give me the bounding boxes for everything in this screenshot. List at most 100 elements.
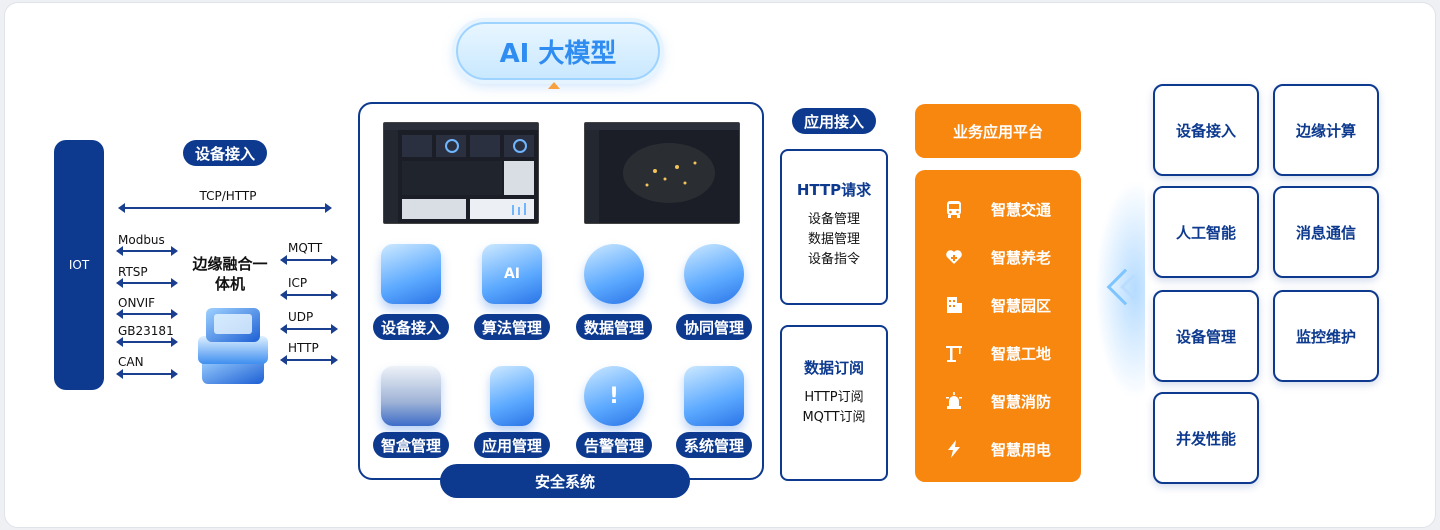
edge-device-title: 边缘融合一 体机 — [184, 254, 276, 294]
module-data-label: 数据管理 — [575, 314, 652, 340]
http-request-box: HTTP请求 设备管理 数据管理 设备指令 — [780, 149, 888, 305]
http-request-title: HTTP请求 — [796, 181, 872, 199]
business-item-park-label: 智慧园区 — [991, 296, 1052, 315]
iot-block: IOT — [54, 140, 104, 390]
ai-model-label: AI 大模型 — [499, 38, 617, 69]
capability-monitoring: 监控维护 — [1273, 290, 1379, 382]
protocol-gb23181: GB23181 — [118, 324, 174, 338]
protocol-http: HTTP — [288, 341, 319, 355]
protocol-udp: UDP — [288, 310, 314, 324]
module-application-label: 应用管理 — [473, 432, 550, 458]
alarm-icon: ! — [584, 366, 644, 426]
protocol-can: CAN — [118, 355, 144, 369]
capability-ai-label: 人工智能 — [1175, 223, 1236, 242]
onvif-arrow — [116, 309, 178, 319]
ai-model-pill: AI 大模型 — [456, 22, 660, 80]
data-subscribe-box: 数据订阅 HTTP订阅 MQTT订阅 — [780, 325, 888, 481]
http-item-command: 设备指令 — [807, 252, 860, 267]
business-platform-title: 业务应用平台 — [952, 122, 1043, 141]
business-item-traffic: 智慧交通 — [915, 195, 1081, 223]
http-item-data: 数据管理 — [807, 232, 860, 247]
device-access-label: 设备接入 — [194, 144, 255, 163]
flow-glow — [1095, 180, 1145, 400]
edge-device-line2: 体机 — [214, 275, 245, 293]
bus-icon — [943, 198, 965, 220]
security-system-label: 安全系统 — [534, 472, 595, 491]
capability-monitoring-label: 监控维护 — [1295, 327, 1356, 346]
module-alarm: ! 告警管理 — [572, 366, 656, 476]
module-application: 应用管理 — [470, 366, 554, 476]
protocol-modbus: Modbus — [118, 233, 165, 247]
capability-edge-computing: 边缘计算 — [1273, 84, 1379, 176]
app-access-pill: 应用接入 — [792, 108, 876, 134]
server-box-icon — [381, 366, 441, 426]
security-system-bar: 安全系统 — [440, 464, 690, 498]
device-access-icon — [381, 244, 441, 304]
collaboration-icon — [684, 244, 744, 304]
module-collaboration-label: 协同管理 — [675, 314, 752, 340]
module-algorithm-label: 算法管理 — [473, 314, 550, 340]
business-item-elderly-label: 智慧养老 — [991, 248, 1052, 267]
capability-device-management: 设备管理 — [1153, 290, 1259, 382]
icp-arrow — [280, 290, 338, 300]
rtsp-arrow — [116, 278, 178, 288]
dashboard-screenshot-analytics — [383, 122, 539, 224]
business-item-electricity-label: 智慧用电 — [991, 440, 1052, 459]
business-platform-list: 智慧交通 智慧养老 智慧园区 智慧工地 智慧消防 智慧用电 — [915, 170, 1081, 482]
gb23181-arrow — [116, 337, 178, 347]
protocol-rtsp: RTSP — [118, 265, 148, 279]
business-item-park: 智慧园区 — [915, 291, 1081, 319]
capability-concurrency: 并发性能 — [1153, 392, 1259, 484]
business-item-fire: 智慧消防 — [915, 387, 1081, 415]
capability-edge-computing-label: 边缘计算 — [1295, 121, 1356, 140]
module-system-label: 系统管理 — [675, 432, 752, 458]
business-item-electricity: 智慧用电 — [915, 435, 1081, 463]
modbus-arrow — [116, 246, 178, 256]
database-icon — [584, 244, 644, 304]
capability-device-access-label: 设备接入 — [1175, 121, 1236, 140]
business-platform-header: 业务应用平台 — [915, 104, 1081, 158]
capability-device-access: 设备接入 — [1153, 84, 1259, 176]
lightning-icon — [943, 438, 965, 460]
building-icon — [943, 294, 965, 316]
business-item-traffic-label: 智慧交通 — [991, 200, 1052, 219]
business-item-construction-label: 智慧工地 — [991, 344, 1052, 363]
http-item-device: 设备管理 — [807, 212, 860, 227]
tcp-http-label: TCP/HTTP — [199, 189, 257, 203]
dashboard-screenshot-map — [584, 122, 740, 224]
business-item-construction: 智慧工地 — [915, 339, 1081, 367]
http-arrow — [280, 355, 338, 365]
app-cube-icon — [490, 366, 534, 426]
capability-device-management-label: 设备管理 — [1175, 327, 1236, 346]
udp-arrow — [280, 324, 338, 334]
data-subscribe-title: 数据订阅 — [803, 359, 864, 377]
module-device-access: 设备接入 — [370, 244, 452, 354]
capability-messaging: 消息通信 — [1273, 186, 1379, 278]
capability-ai: 人工智能 — [1153, 186, 1259, 278]
business-item-fire-label: 智慧消防 — [991, 392, 1052, 411]
module-alarm-label: 告警管理 — [575, 432, 652, 458]
subscribe-item-mqtt: MQTT订阅 — [802, 410, 866, 425]
module-device-access-label: 设备接入 — [372, 314, 449, 340]
business-item-elderly: 智慧养老 — [915, 243, 1081, 271]
protocol-onvif: ONVIF — [118, 296, 156, 310]
mqtt-arrow — [280, 255, 338, 265]
heart-care-icon — [943, 246, 965, 268]
alarm-light-icon — [943, 390, 965, 412]
system-cube-icon — [684, 366, 744, 426]
crane-icon — [943, 342, 965, 364]
device-access-pill: 设备接入 — [183, 140, 267, 166]
module-algorithm: AI 算法管理 — [470, 244, 554, 354]
iot-label: IOT — [68, 258, 90, 272]
subscribe-item-http: HTTP订阅 — [804, 390, 864, 405]
ai-chip-icon: AI — [482, 244, 542, 304]
protocol-mqtt: MQTT — [288, 241, 323, 255]
ai-model-pointer-icon — [548, 82, 560, 89]
module-collaboration: 协同管理 — [672, 244, 756, 354]
module-smartbox: 智盒管理 — [370, 366, 452, 476]
protocol-icp: ICP — [288, 276, 308, 290]
capability-messaging-label: 消息通信 — [1295, 223, 1356, 242]
module-system: 系统管理 — [672, 366, 756, 476]
module-data: 数据管理 — [572, 244, 656, 354]
edge-device-icon — [190, 302, 276, 390]
